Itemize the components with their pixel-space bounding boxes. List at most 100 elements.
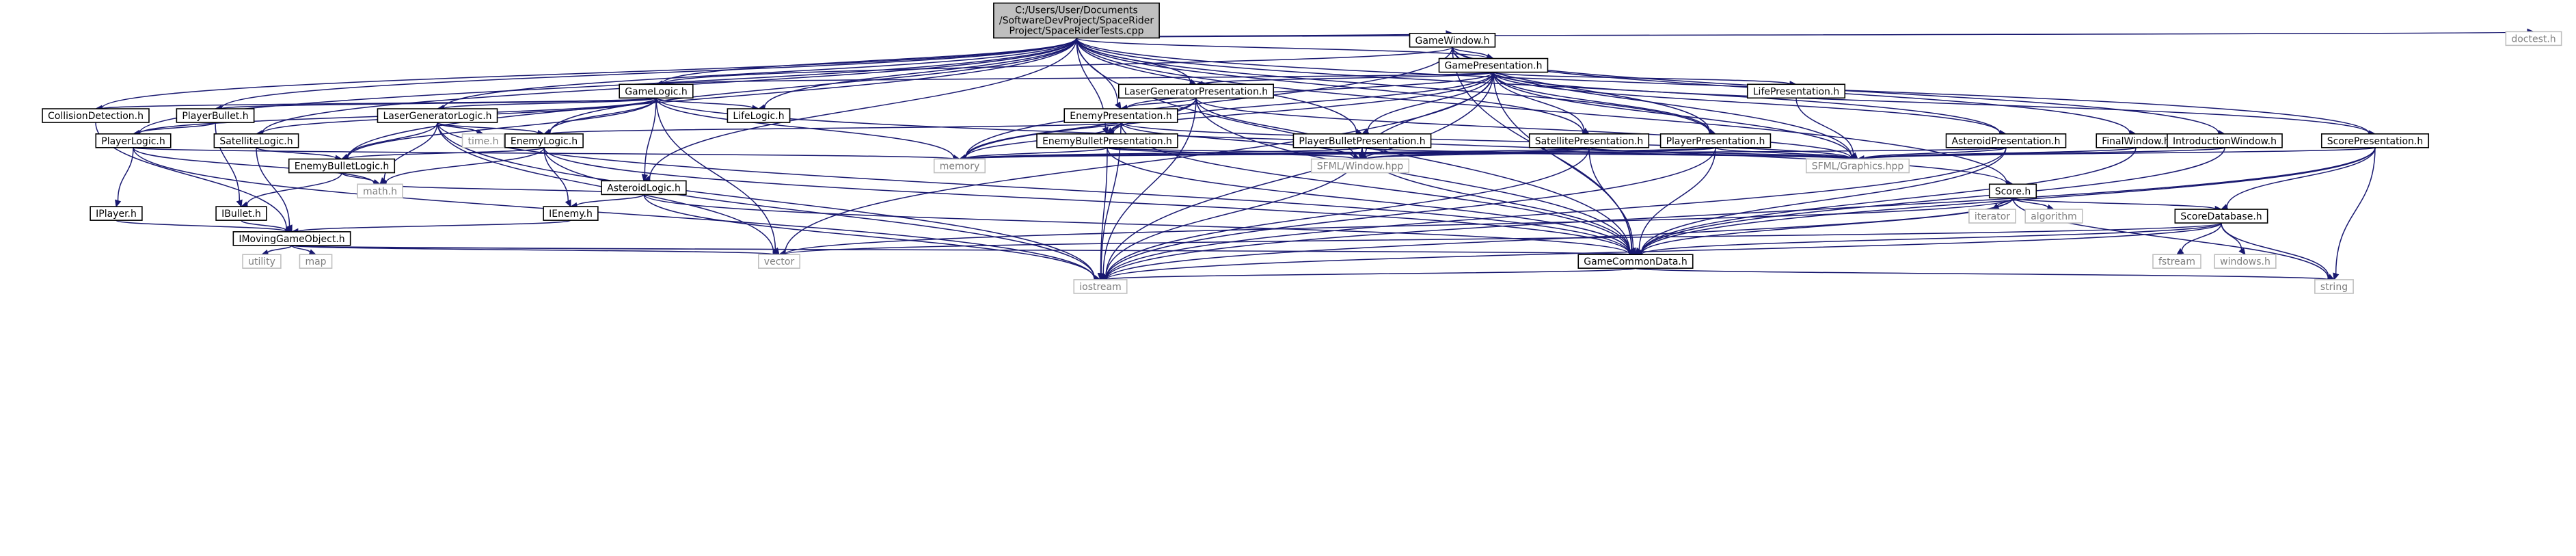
edge-lasergenlogic-gamecommondata [437,122,1630,254]
node-box [1528,133,1650,148]
root-node-box [993,2,1160,39]
root-file-node[interactable]: C:/Users/User/Documents/SoftwareDevProje… [993,2,1160,39]
node-ibullet[interactable]: IBullet.h [215,206,267,221]
node-box [232,231,351,246]
node-asteroidlogic[interactable]: AsteroidLogic.h [601,180,687,196]
node-lifelogic[interactable]: LifeLogic.h [727,108,791,123]
node-doctest: doctest.h [2505,31,2562,47]
node-label: GameCommonData.h [1584,256,1687,267]
edge-gamepres-scorepres [1493,72,2370,134]
edge-satellitelogic-imovinggameobject [256,147,290,226]
edge-gamepres-lasergenpres [1202,71,1494,85]
edge-root-lasergenlogic [443,38,1077,109]
node-collision[interactable]: CollisionDetection.h [42,108,150,123]
node-enemypres[interactable]: EnemyPresentation.h [1063,108,1178,123]
node-box [176,108,255,123]
node-box [2214,254,2277,269]
edge-arrowhead [565,199,571,208]
node-satellitelogic[interactable]: SatelliteLogic.h [213,133,299,148]
edge-iplayer-imovinggameobject [116,220,286,233]
node-box [2505,31,2562,47]
edge-lasergenlogic-timeh [437,122,478,133]
node-box [2174,209,2268,224]
node-gamewindow[interactable]: GameWindow.h [1409,32,1496,48]
edge-lasergenpres-sfmlgraphics [1195,97,1852,159]
node-box [2320,133,2430,148]
edge-satellitelogic-enemybulletlogic [256,147,336,159]
node-enemybulletlogic[interactable]: EnemyBulletLogic.h [288,158,396,174]
node-scoredb[interactable]: ScoreDatabase.h [2174,209,2268,224]
edge-root-satellitepres [1076,38,1584,133]
node-box [1118,83,1274,99]
node-label: SFML/Graphics.hpp [1812,161,1904,172]
node-box [1968,209,2016,224]
node-box [2167,133,2283,148]
edge-root-playerbullet [221,38,1077,109]
node-playerlogic[interactable]: PlayerLogic.h [95,133,172,148]
node-label: AsteroidLogic.h [607,183,681,194]
node-timeh: time.h [461,133,505,148]
node-box [1438,57,1549,73]
node-playerpres[interactable]: PlayerPresentation.h [1659,133,1772,148]
node-box [1036,133,1178,148]
node-label: PlayerBullet.h [182,111,248,122]
node-enemybulletpres[interactable]: EnemyBulletPresentation.h [1036,133,1178,148]
edge-gamepres-iostream [1105,72,1494,277]
edge-introwindow-gamecommondata [1641,147,2225,254]
node-iterator: iterator [1968,209,2016,224]
node-introwindow[interactable]: IntroductionWindow.h [2167,133,2283,148]
node-label: EnemyLogic.h [511,136,578,147]
node-iplayer[interactable]: IPlayer.h [90,206,143,221]
node-lifepres[interactable]: LifePresentation.h [1746,83,1846,99]
node-scorepres[interactable]: ScorePresentation.h [2320,133,2430,148]
node-box [42,108,150,123]
edge-asteroidpres-iostream [1106,147,2007,279]
node-box [215,206,267,221]
node-label: math.h [363,186,397,197]
root-node-label-line: /SoftwareDevProject/SpaceRider [999,16,1154,27]
node-gamepres[interactable]: GamePresentation.h [1438,57,1549,73]
node-iostream: iostream [1073,279,1128,294]
node-imovinggameobject[interactable]: IMovingGameObject.h [232,231,351,246]
edge-scoredb-iostream [1106,222,2222,280]
node-label: ScoreDatabase.h [2180,211,2262,222]
edge-introwindow-sfmlgraphics [1863,147,2225,159]
edge-gamewindow-gamelogic [662,47,1453,85]
node-label: vector [764,256,795,267]
edge-asteroidlogic-gamecommondata [643,194,1630,255]
edge-root-doctest [1076,31,2528,39]
edge-playerlogic-memory [133,147,954,160]
node-gamelogic[interactable]: GameLogic.h [619,83,694,99]
node-label: string [2320,282,2348,293]
edge-gamewindow-memory [965,47,1453,158]
node-lasergenlogic[interactable]: LaserGeneratorLogic.h [377,108,498,123]
node-enemylogic[interactable]: EnemyLogic.h [504,133,584,148]
node-gamecommondata[interactable]: GameCommonData.h [1577,254,1694,269]
node-label: ScorePresentation.h [2327,136,2423,147]
edge-score-vector [785,197,2014,255]
node-mathh: math.h [357,183,403,199]
node-label: LaserGeneratorPresentation.h [1124,86,1268,97]
node-playerbulletpres[interactable]: PlayerBulletPresentation.h [1292,133,1432,148]
edge-root-asteroidlogic [649,38,1077,179]
edge-gamelogic-collision [101,97,657,109]
node-box [504,133,584,148]
node-playerbullet[interactable]: PlayerBullet.h [176,108,255,123]
node-asteroidpres[interactable]: AsteroidPresentation.h [1945,133,2067,148]
node-label: GamePresentation.h [1445,61,1543,72]
node-memory: memory [933,158,986,174]
node-ienemy[interactable]: IEnemy.h [543,206,599,221]
edge-gamelogic-lifelogic [655,97,753,109]
node-finalwindow[interactable]: FinalWindow.h [2096,133,2176,148]
edge-gamepres-sfmlgraphics [1493,72,1852,158]
node-label: Score.h [1995,186,2031,197]
node-satellitepres[interactable]: SatellitePresentation.h [1528,133,1650,148]
node-box [2152,254,2201,269]
edge-imovinggameobject-vector [291,245,774,255]
edge-gamepres-memory [965,72,1494,159]
node-lasergenpres[interactable]: LaserGeneratorPresentation.h [1118,83,1274,99]
node-score[interactable]: Score.h [1988,183,2037,199]
node-box [1746,83,1846,99]
node-box [90,206,143,221]
node-label: IPlayer.h [96,209,137,220]
